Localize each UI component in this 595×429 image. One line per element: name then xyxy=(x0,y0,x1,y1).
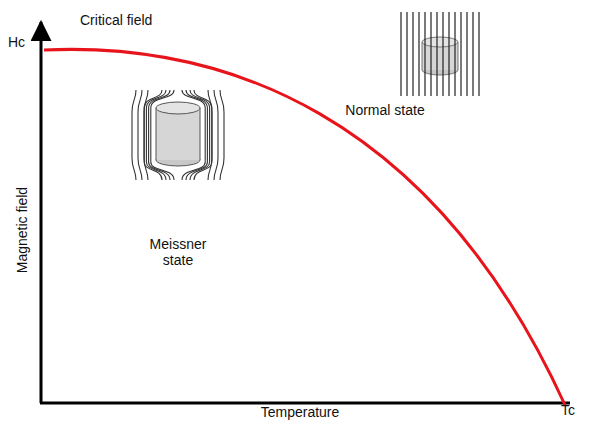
field-line xyxy=(448,12,449,96)
field-line xyxy=(412,12,413,96)
field-line xyxy=(424,12,425,96)
field-line xyxy=(214,90,218,180)
field-line xyxy=(472,12,473,96)
critical-field-curve xyxy=(44,49,565,405)
field-line xyxy=(466,12,467,96)
field-line xyxy=(436,12,437,96)
field-line xyxy=(186,90,207,180)
field-line xyxy=(220,90,224,180)
y-axis-title: Magnetic field xyxy=(14,187,30,273)
field-line xyxy=(442,12,443,96)
field-line xyxy=(182,90,205,180)
axis-max-label: Tc xyxy=(561,402,575,418)
region-label: Normal state xyxy=(345,102,424,118)
field-line xyxy=(418,12,419,96)
field-line xyxy=(208,90,212,180)
field-line xyxy=(400,12,401,96)
meissner-icon xyxy=(156,102,200,166)
field-line xyxy=(151,90,174,180)
field-line xyxy=(478,12,479,96)
region-label: Meissner state xyxy=(143,236,213,268)
x-axis-title: Temperature xyxy=(261,404,340,420)
chart-title-label: Critical field xyxy=(80,12,152,28)
field-line xyxy=(460,12,461,96)
y-axis xyxy=(40,22,43,403)
field-line xyxy=(190,90,210,180)
field-line xyxy=(132,90,136,180)
field-line xyxy=(194,90,212,180)
field-line xyxy=(454,12,455,96)
penetrating-field-lines xyxy=(401,12,479,96)
axis-max-label: Hc xyxy=(8,34,25,50)
field-line xyxy=(138,90,142,180)
normal-icon xyxy=(422,37,458,75)
field-line xyxy=(430,12,431,96)
field-line xyxy=(406,12,407,96)
expelled-field-lines xyxy=(132,90,224,180)
